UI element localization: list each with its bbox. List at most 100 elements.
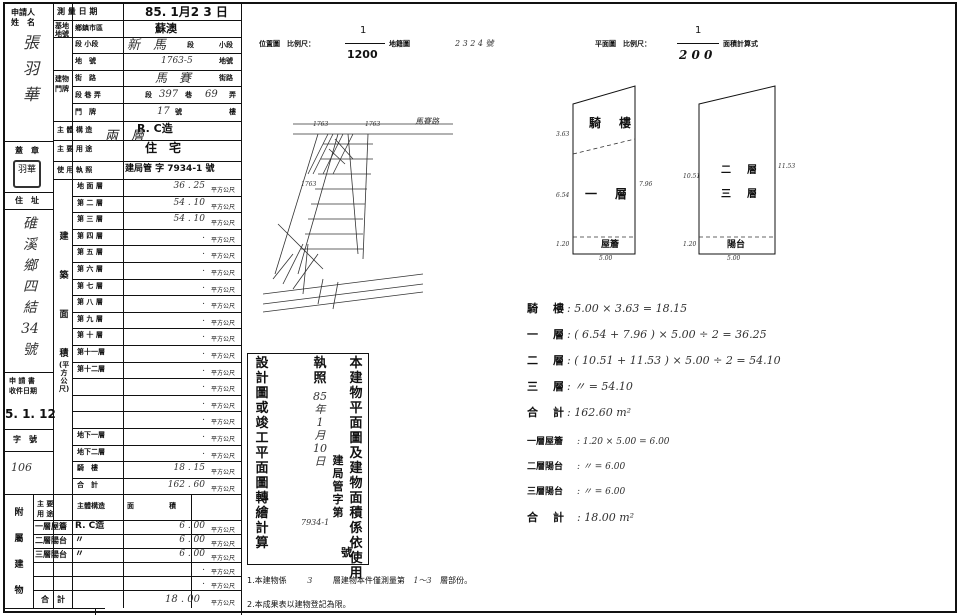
area-unit: 平方公尺: [211, 469, 236, 477]
permit: 建局管 字 7934-1 號: [125, 164, 215, 174]
cad-no: 2 3 2 4 號: [455, 39, 494, 48]
loc-scale-den: 1200: [347, 48, 378, 61]
street-label: 街 路: [75, 74, 96, 82]
area-value: 54 . 10: [173, 197, 206, 208]
annex-unit: 平方公尺: [211, 541, 236, 548]
area-floor-label: 第 七 層: [77, 281, 103, 290]
calc-annex-row: 二層陽台: 〃 = 6.00: [527, 459, 625, 472]
calc-row: 二 層: ( 10.51 + 11.53 ) × 5.00 ÷ 2 = 54.1…: [527, 352, 781, 368]
area-floor-label: 第 五 層: [77, 248, 103, 257]
side-char: 築: [59, 271, 69, 281]
area-floor-label: 第 八 層: [77, 298, 103, 307]
annex-total-unit: 平方公尺: [211, 600, 236, 607]
area-value: .: [202, 330, 205, 341]
calc-expr: : 162.60 m²: [567, 406, 632, 419]
dim-796: 7.96: [639, 181, 653, 188]
area-unit: 平方公尺: [211, 369, 236, 377]
alley-suffix: 弄: [229, 91, 236, 99]
floor-plan-title: 平面圖 比例尺：: [595, 40, 651, 48]
annex-side-char: 物: [14, 586, 24, 596]
alley: 69: [205, 89, 218, 100]
area-floor-label: 騎 樓: [77, 464, 98, 473]
calc-annex-expr: : 〃 = 6.00: [577, 462, 626, 472]
annex-side-label: 附 屬 建 物: [11, 500, 27, 604]
number: 17: [157, 106, 170, 117]
annex-unit: 平方公尺: [211, 555, 236, 562]
address-char: 34: [21, 321, 39, 337]
district: 蘇澳: [155, 22, 177, 35]
calc-label: 二 層: [527, 354, 566, 367]
area-value: .: [202, 430, 205, 440]
area-unit: 平方公尺: [211, 187, 236, 194]
decl-col3: 設計圖或竣工平面圖轉繪計算: [255, 356, 269, 551]
plan-scale-den: 2 0 0: [679, 48, 713, 62]
calc-annex-row: 合 計: 18.00 m²: [527, 509, 634, 525]
area-value: 36 . 25: [173, 181, 206, 191]
area-value: .: [202, 396, 205, 407]
note-1b: 3: [307, 576, 313, 585]
area-unit: 平方公尺: [211, 220, 236, 228]
plan-right-bottom: 陽台: [727, 240, 746, 250]
survey-date: 85. 1月2 3 日: [145, 5, 228, 19]
calc-annex-expr: : 1.20 × 5.00 = 6.00: [577, 437, 670, 447]
area-value: .: [202, 230, 205, 241]
decl-end: 號: [341, 546, 352, 559]
dim-363: 3.63: [556, 131, 570, 138]
annex-use-header: 主 要 用 途: [37, 500, 54, 518]
note-1: 1.本建物係 3 層建物本件僅測量第 1～3 層部份。: [247, 575, 472, 586]
annex-unit: 平方公尺: [211, 569, 236, 576]
name-char: 羽: [22, 59, 39, 78]
seal-stamp: 羽華: [13, 160, 41, 188]
door-label: 建物門牌: [55, 75, 69, 93]
declaration-box: [247, 353, 369, 565]
annex-struct-header: 主體構造: [77, 502, 105, 510]
dim-654: 6.54: [556, 192, 570, 199]
area-value: .: [202, 413, 205, 424]
plan-right-main: 二 層: [721, 165, 760, 176]
area-unit: 平方公尺: [211, 452, 236, 460]
plan-left-bottom: 屋簷: [601, 240, 620, 250]
calc-label: 合 計: [527, 406, 566, 419]
lane-prefix: 段: [145, 91, 152, 99]
district-label: 鄉鎮市區: [75, 24, 103, 32]
area-floor-label: 第 十 層: [77, 331, 103, 340]
calc-label: 騎 樓: [527, 302, 566, 315]
annex-value: 6 . 00: [179, 535, 205, 545]
address-char: 四: [23, 279, 37, 295]
side-char: 積: [59, 349, 69, 359]
number-label: 門 牌: [75, 108, 96, 116]
area-floor-label: 第 六 層: [77, 265, 103, 273]
dim-120-right: 1.20: [683, 241, 697, 248]
seal-label: 蓋 章: [15, 146, 39, 155]
area-value: 18 . 15: [173, 463, 206, 474]
annex-value: 6 . 00: [179, 549, 205, 559]
lot-suffix: 地號: [219, 57, 233, 65]
floor-suffix: 樓: [229, 108, 236, 116]
doc-no-label: 字 號: [13, 435, 37, 444]
applicant-name: 張 羽 華: [19, 30, 43, 108]
address-char: 鄉: [23, 258, 37, 274]
lot-label-c: 1763: [301, 181, 317, 188]
calc-expr: : 5.00 × 3.63 = 18.15: [567, 302, 688, 315]
calc-annex-expr: : 18.00 m²: [577, 511, 635, 524]
area-floor-label: 合 計: [77, 480, 98, 489]
annex-struct: 〃: [75, 549, 85, 559]
area-value: 162 . 60: [167, 479, 205, 490]
area-floor-label: 第十二層: [77, 364, 105, 373]
calc-expr: : ( 10.51 + 11.53 ) × 5.00 ÷ 2 = 54.10: [567, 354, 781, 367]
name-char: 華: [22, 85, 39, 104]
section-suffix: 段: [187, 41, 194, 49]
use: 住 宅: [145, 141, 182, 155]
dim-120-left: 1.20: [556, 241, 570, 248]
side-char: 面: [59, 310, 69, 320]
plan-scale-num: 1: [695, 25, 702, 36]
lot-label-a: 1763: [313, 121, 329, 128]
permit-label: 使 用 執 照: [57, 166, 93, 174]
calc-annex-label: 一層屋簷: [527, 437, 564, 447]
area-unit: 平方公尺: [211, 253, 236, 261]
area-floor-label: 地下二層: [77, 447, 105, 456]
area-unit: 平方公尺: [211, 386, 236, 394]
area-unit: 平方公尺: [211, 419, 236, 427]
annex-value: 6 . 00: [179, 521, 205, 531]
